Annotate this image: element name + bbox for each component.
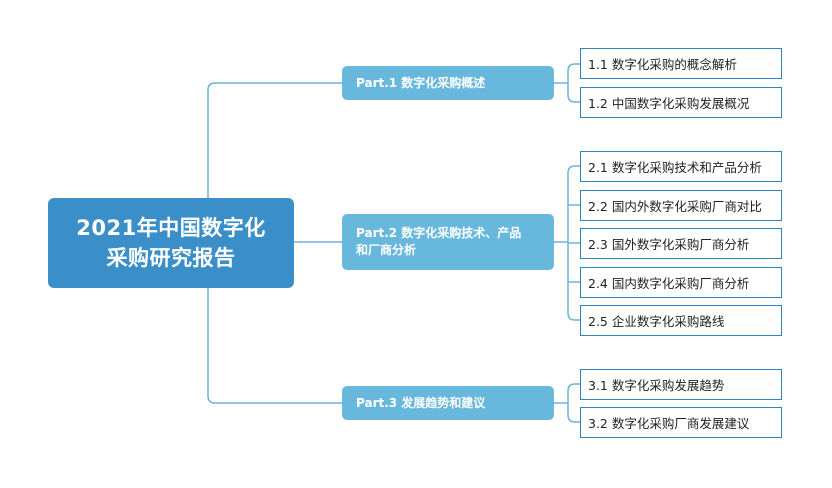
part1-label: Part.1 数字化采购概述 bbox=[356, 75, 486, 90]
subtopic-2-4: 2.4 国内数字化采购厂商分析 bbox=[580, 267, 782, 298]
root-title-line2: 采购研究报告 bbox=[106, 246, 236, 270]
part3-label: Part.3 发展趋势和建议 bbox=[356, 395, 486, 410]
subtopic-2-1: 2.1 数字化采购技术和产品分析 bbox=[580, 151, 782, 182]
part2-label: Part.2 数字化采购技术、产品 和厂商分析 bbox=[356, 225, 521, 259]
subtopic-3-1: 3.1 数字化采购发展趋势 bbox=[580, 369, 782, 400]
part2-topic: Part.2 数字化采购技术、产品 和厂商分析 bbox=[342, 214, 554, 270]
part3-children-spine bbox=[567, 383, 580, 423]
subtopic-2-2: 2.2 国内外数字化采购厂商对比 bbox=[580, 190, 782, 221]
part1-children-spine bbox=[567, 63, 580, 103]
part3-topic: Part.3 发展趋势和建议 bbox=[342, 386, 554, 420]
subtopic-3-2: 3.2 数字化采购厂商发展建议 bbox=[580, 407, 782, 438]
part2-label-line2: 和厂商分析 bbox=[356, 243, 417, 257]
part2-label-line1: Part.2 数字化采购技术、产品 bbox=[356, 226, 522, 240]
root-title-line1: 2021年中国数字化 bbox=[76, 216, 266, 240]
subtopic-1-2: 1.2 中国数字化采购发展概况 bbox=[580, 87, 782, 118]
part1-topic: Part.1 数字化采购概述 bbox=[342, 66, 554, 100]
subtopic-2-5: 2.5 企业数字化采购路线 bbox=[580, 305, 782, 336]
root-topic: 2021年中国数字化 采购研究报告 bbox=[48, 198, 294, 288]
trunk-line-down bbox=[207, 288, 342, 404]
subtopic-1-1: 1.1 数字化采购的概念解析 bbox=[580, 48, 782, 79]
subtopic-2-3: 2.3 国外数字化采购厂商分析 bbox=[580, 228, 782, 259]
trunk-line bbox=[207, 82, 342, 198]
